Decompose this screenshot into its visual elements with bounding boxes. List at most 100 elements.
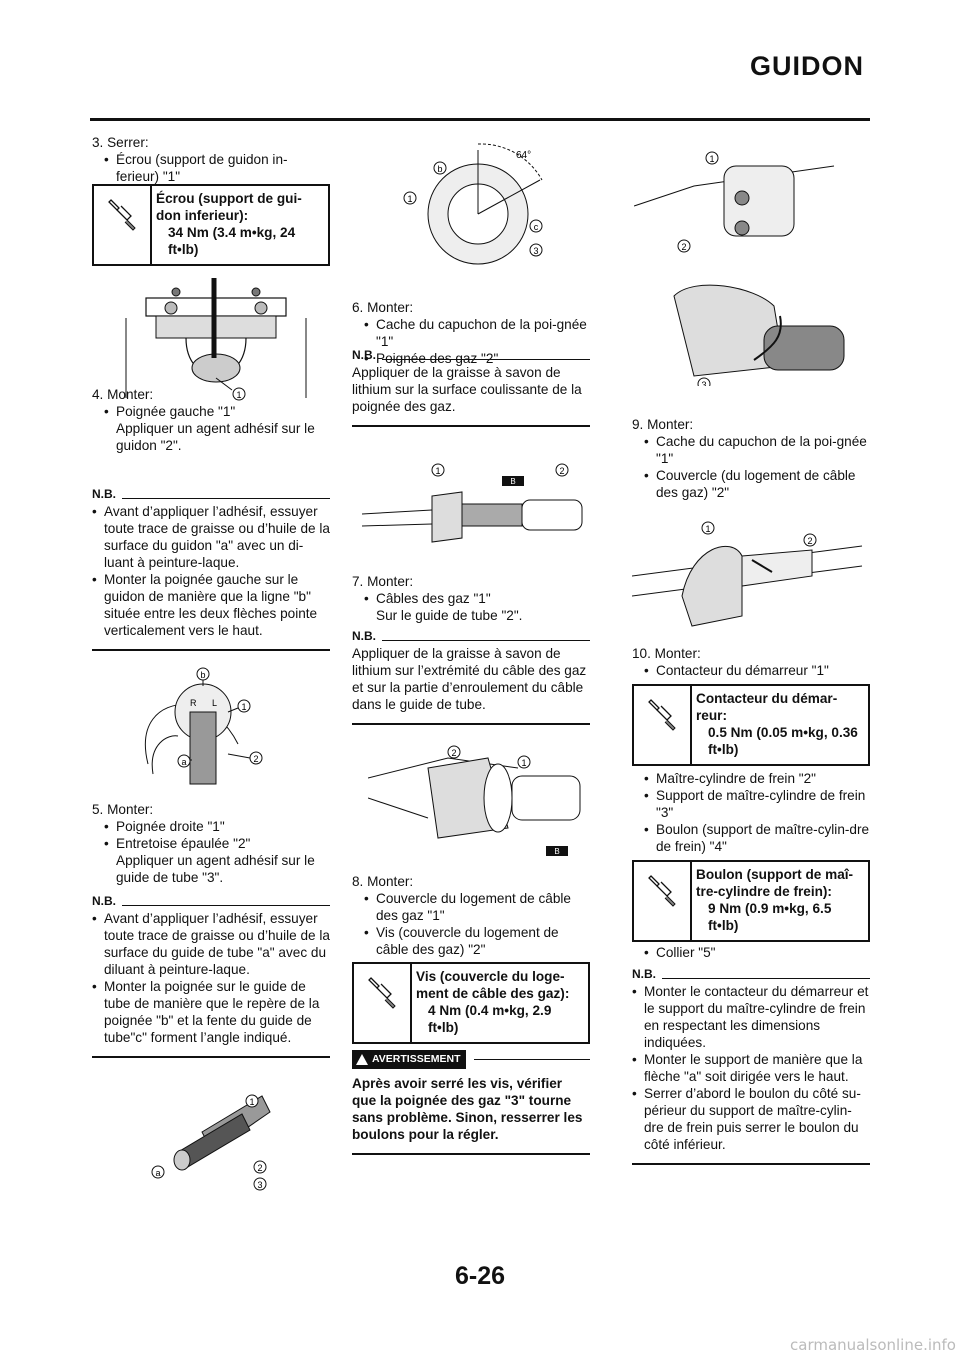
callout-b: b bbox=[437, 164, 442, 174]
callout-b: b bbox=[200, 670, 205, 680]
spec-value: 34 Nm (3.4 m•kg, 24 ft•lb) bbox=[168, 225, 296, 257]
callout-2: 2 bbox=[253, 754, 258, 764]
figure-brake-master-cylinder: 1 2 3 bbox=[634, 151, 845, 386]
nb-note-5: N.B. Monter le contacteur du démarreur e… bbox=[632, 966, 870, 1165]
step-9: 9. Monter: Cache du capuchon de la poi-g… bbox=[632, 416, 870, 501]
warning-icon bbox=[356, 1054, 368, 1065]
step-title: 10. Monter: bbox=[632, 646, 701, 661]
sub-instruction: Appliquer un agent adhésif sur le guidon… bbox=[116, 421, 315, 453]
figure-cable-guide: 2 1 B bbox=[368, 745, 581, 856]
warning-label: AVERTISSEMENT bbox=[372, 1053, 461, 1065]
callout-a: a bbox=[155, 1168, 160, 1178]
callout-1: 1 bbox=[521, 758, 526, 768]
nb-label: N.B. bbox=[352, 629, 376, 643]
warning-box: AVERTISSEMENT Après avoir serré les vis,… bbox=[352, 1050, 590, 1155]
torque-spec-2: Vis (couvercle du loge-ment de câble des… bbox=[352, 962, 590, 1044]
page-title: GUIDON bbox=[750, 51, 864, 81]
callout-2: 2 bbox=[451, 748, 456, 758]
callout-1: 1 bbox=[249, 1097, 254, 1107]
callout-3: 3 bbox=[701, 380, 706, 386]
spec-value: 4 Nm (0.4 m•kg, 2.9 ft•lb) bbox=[428, 1003, 552, 1035]
callout-2: 2 bbox=[257, 1163, 262, 1173]
nb-note-3: N.B. Appliquer de la graisse à savon de … bbox=[352, 347, 590, 427]
warning-text: Après avoir serré les vis, vérifier que … bbox=[352, 1076, 583, 1142]
torque-wrench-icon bbox=[368, 977, 396, 1009]
callout-2: 2 bbox=[559, 466, 564, 476]
list-item: Couvercle (du logement de câble des gaz)… bbox=[644, 467, 870, 501]
list-item: Vis (couvercle du logement de câble des … bbox=[364, 924, 590, 958]
list-item: Monter la poignée gauche sur le guidon d… bbox=[92, 571, 330, 639]
grip-mark-l: L bbox=[212, 698, 217, 708]
callout-2: 2 bbox=[807, 536, 812, 546]
step-10: 10. Monter: Contacteur du démarreur "1" bbox=[632, 645, 870, 679]
torque-wrench-icon bbox=[108, 199, 136, 231]
list-item: Avant d’appliquer l’adhésif, essuyer tou… bbox=[92, 910, 330, 978]
nb-text: Appliquer de la graisse à savon de lithi… bbox=[352, 646, 587, 712]
list-item: Serrer d’abord le boulon du côté su-péri… bbox=[632, 1085, 870, 1153]
nb-note-1: N.B. Avant d’appliquer l’adhésif, essuye… bbox=[92, 486, 330, 651]
angle-label: 64° bbox=[516, 150, 531, 161]
step-title: 6. Monter: bbox=[352, 300, 414, 315]
spec-label: Vis (couvercle du loge-ment de câble des… bbox=[416, 969, 570, 1001]
header-rule bbox=[90, 118, 870, 121]
list-item: Collier "5" bbox=[644, 944, 870, 961]
figure-right-grip: 1 2 3 a bbox=[151, 1094, 271, 1191]
watermark: carmanualsonline.info bbox=[790, 1336, 956, 1354]
callout-1: 1 bbox=[407, 194, 412, 204]
list-item: Maître-cylindre de frein "2" bbox=[644, 770, 870, 787]
list-item: Écrou (support de guidon in-ferieur) "1" bbox=[104, 151, 330, 185]
list-item: Poignée gauche "1" bbox=[104, 403, 330, 420]
callout-1: 1 bbox=[709, 154, 714, 164]
step-5: 5. Monter: Poignée droite "1" Entretoise… bbox=[92, 801, 330, 886]
sub-instruction: Sur le guide de tube "2". bbox=[376, 608, 523, 623]
figure-cable-cover: 1 2 bbox=[632, 521, 863, 627]
step-title: 7. Monter: bbox=[352, 574, 414, 589]
nb-label: N.B. bbox=[92, 487, 116, 501]
torque-spec-1: Écrou (support de gui-don inferieur):34 … bbox=[92, 184, 330, 266]
step-title: 8. Monter: bbox=[352, 874, 414, 889]
figure-left-grip: R L b 1 2 a bbox=[144, 667, 263, 785]
step-10-collar: Collier "5" bbox=[632, 944, 870, 961]
callout-a: a bbox=[181, 757, 186, 767]
step-10-items: Maître-cylindre de frein "2" Support de … bbox=[632, 770, 870, 855]
step-6: 6. Monter: Cache du capuchon de la poi-g… bbox=[352, 299, 590, 367]
torque-spec-4: Boulon (support de maî-tre-cylindre de f… bbox=[632, 860, 870, 942]
step-4: 4. Monter: Poignée gauche "1" Appliquer … bbox=[92, 386, 330, 454]
torque-wrench-icon bbox=[648, 699, 676, 731]
callout-2: 2 bbox=[681, 242, 686, 252]
list-item: Cache du capuchon de la poi-gnée "1" bbox=[644, 433, 870, 467]
page-number: 6-26 bbox=[454, 1262, 506, 1290]
sub-instruction: Appliquer un agent adhésif sur le guide … bbox=[116, 853, 315, 885]
list-item: Avant d’appliquer l’adhésif, essuyer tou… bbox=[92, 503, 330, 571]
list-item: Câbles des gaz "1" bbox=[364, 590, 590, 607]
grease-mark: B bbox=[510, 477, 515, 486]
nb-label: N.B. bbox=[632, 967, 656, 981]
callout-1: 1 bbox=[435, 466, 440, 476]
torque-spec-3: Contacteur du démar-reur:0.5 Nm (0.05 m•… bbox=[632, 684, 870, 766]
list-item: Monter le contacteur du démarreur et le … bbox=[632, 983, 870, 1051]
step-title: 9. Monter: bbox=[632, 417, 694, 432]
callout-3: 3 bbox=[533, 246, 538, 256]
list-item: Cache du capuchon de la poi-gnée "1" bbox=[364, 316, 590, 350]
list-item: Boulon (support de maître-cylin-dre de f… bbox=[644, 821, 870, 855]
spec-label: Boulon (support de maî-tre-cylindre de f… bbox=[696, 867, 854, 899]
list-item: Monter la poignée sur le guide de tube d… bbox=[92, 978, 330, 1046]
nb-note-2: N.B. Avant d’appliquer l’adhésif, essuye… bbox=[92, 893, 330, 1058]
torque-wrench-icon bbox=[648, 875, 676, 907]
figure-grip-angle: 64° b 1 c 3 bbox=[403, 143, 543, 265]
grip-mark-r: R bbox=[190, 698, 197, 708]
spec-value: 9 Nm (0.9 m•kg, 6.5 ft•lb) bbox=[708, 901, 832, 933]
grease-mark: B bbox=[554, 847, 559, 856]
list-item: Contacteur du démarreur "1" bbox=[644, 662, 870, 679]
list-item: Entretoise épaulée "2" bbox=[104, 835, 330, 852]
step-7: 7. Monter: Câbles des gaz "1" Sur le gui… bbox=[352, 573, 590, 624]
callout-1: 1 bbox=[236, 390, 241, 400]
nb-label: N.B. bbox=[352, 348, 376, 362]
step-title: 5. Monter: bbox=[92, 802, 154, 817]
spec-label: Contacteur du démar-reur: bbox=[696, 691, 838, 723]
step-title: 3. Serrer: bbox=[92, 135, 149, 150]
nb-note-4: N.B. Appliquer de la graisse à savon de … bbox=[352, 628, 590, 725]
callout-3: 3 bbox=[257, 1180, 262, 1190]
list-item: Monter le support de manière que la flèc… bbox=[632, 1051, 870, 1085]
list-item: Support de maître-cylindre de frein "3" bbox=[644, 787, 870, 821]
